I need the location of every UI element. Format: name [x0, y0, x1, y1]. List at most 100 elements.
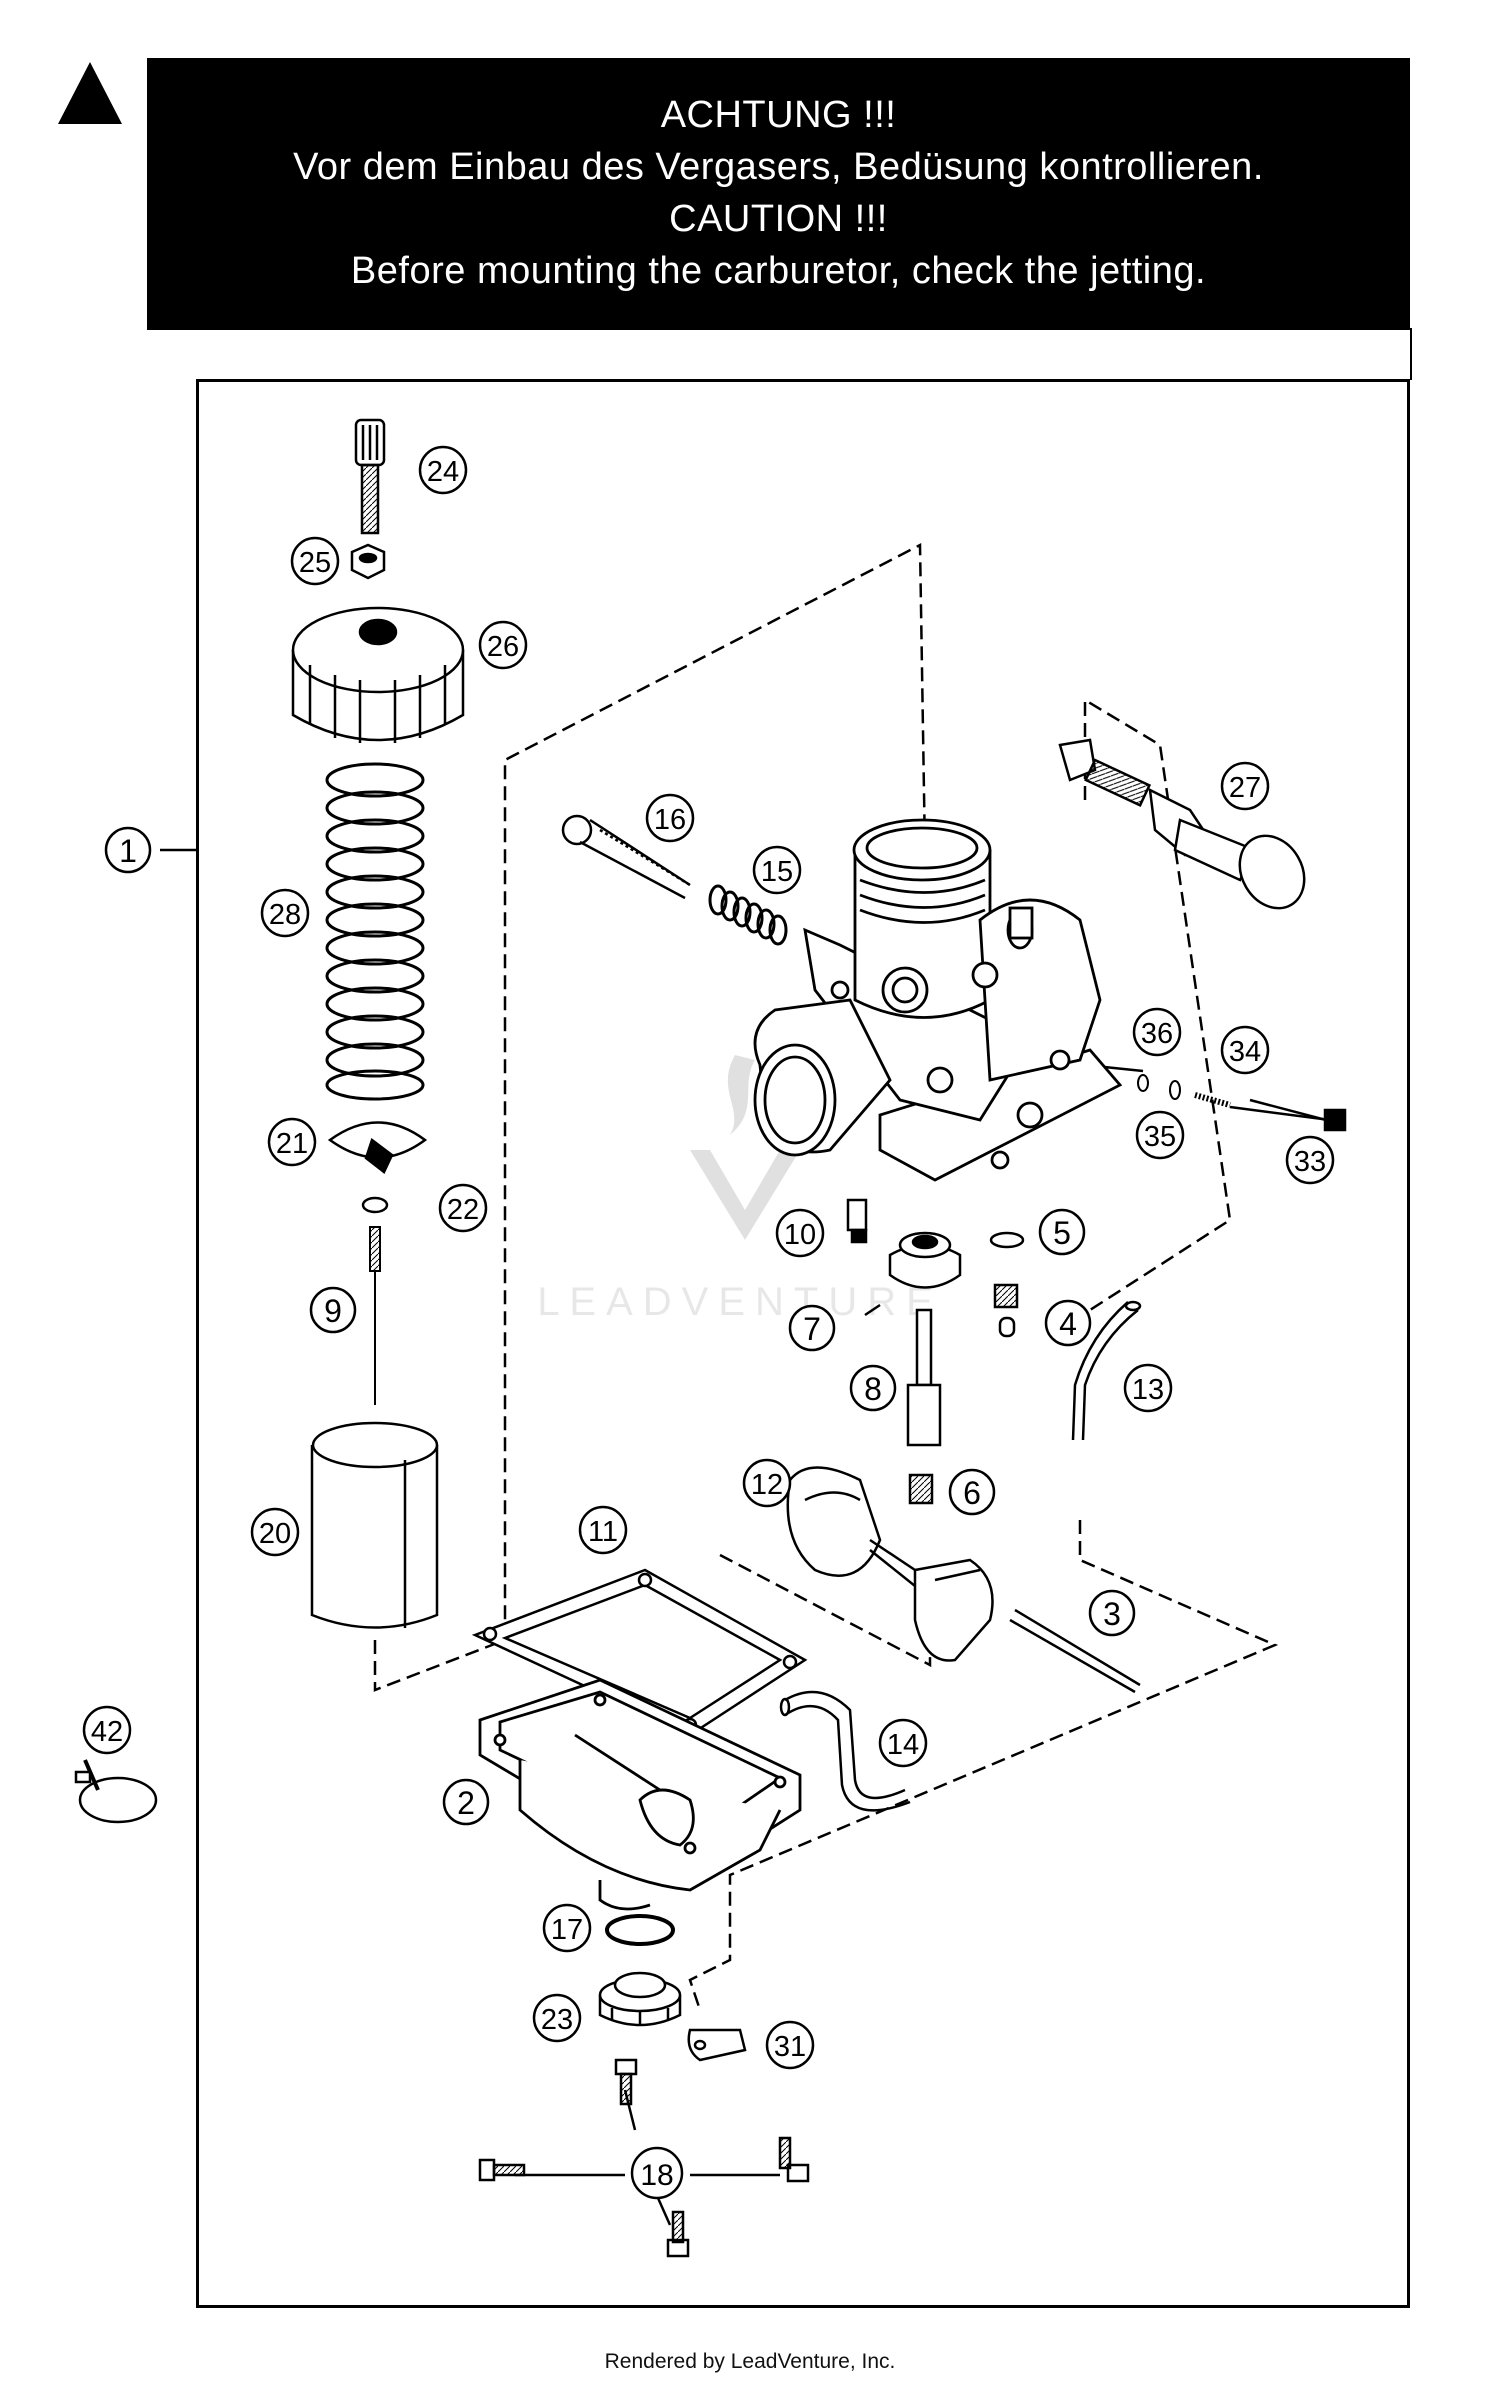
part-needle-jet — [906, 1308, 942, 1447]
caution-title-de: ACHTUNG !!! — [660, 94, 897, 136]
callout-17-label: 17 — [551, 1914, 583, 1946]
footer-credit: Rendered by LeadVenture, Inc. — [604, 2350, 896, 2373]
callout-33: 33 — [1285, 1135, 1335, 1185]
callout-22: 22 — [438, 1183, 488, 1233]
warning-triangle-icon — [58, 62, 122, 124]
callout-1-label: 1 — [119, 833, 137, 869]
callout-25: 25 — [290, 536, 340, 586]
callout-14-label: 14 — [887, 1729, 919, 1761]
part-idle-spring — [708, 884, 788, 946]
part-drain-plug — [598, 1971, 682, 2027]
callout-26-label: 26 — [487, 631, 519, 663]
callout-36: 36 — [1132, 1007, 1182, 1057]
part-carburetor-body — [753, 818, 1123, 1182]
part-o-ring — [989, 1231, 1025, 1249]
part-throttle-slide — [310, 1421, 439, 1629]
callout-13: 13 — [1123, 1363, 1173, 1413]
callout-21: 21 — [267, 1117, 317, 1167]
watermark-logo — [690, 1055, 800, 1240]
part-top-cap — [291, 606, 465, 743]
part-main-jet-small — [993, 1283, 1019, 1338]
part-float — [786, 1466, 994, 1662]
part-needle-jet-holder — [888, 1231, 962, 1289]
part-jet-needle — [369, 1226, 381, 1405]
assembly-lines — [373, 542, 1279, 2011]
callout-34: 34 — [1220, 1025, 1270, 1075]
callout-33-label: 33 — [1294, 1146, 1326, 1178]
diagram-frame — [196, 379, 1410, 2308]
callout-18: 18 — [630, 2146, 684, 2200]
callout-23: 23 — [532, 1993, 582, 2043]
part-hose-bracket — [687, 2028, 747, 2062]
callout-2-label: 2 — [457, 1785, 475, 1821]
callout-25-label: 25 — [299, 547, 331, 579]
part-needle-plate — [327, 1121, 428, 1174]
callout-12-label: 12 — [751, 1469, 783, 1501]
callout-35: 35 — [1135, 1110, 1185, 1160]
callout-28: 28 — [260, 888, 310, 938]
callout-8: 8 — [849, 1364, 897, 1412]
caution-text-de: Vor dem Einbau des Vergasers, Bedüsung k… — [293, 146, 1264, 188]
part-locknut — [350, 543, 386, 580]
part-throttle-spring — [325, 762, 425, 1101]
callout-3-label: 3 — [1103, 1596, 1121, 1632]
callout-23-label: 23 — [541, 2004, 573, 2036]
callout-36-label: 36 — [1141, 1018, 1173, 1050]
part-o-rings-small — [1137, 1074, 1181, 1100]
callout-5: 5 — [1038, 1208, 1086, 1256]
callout-1: 1 — [104, 826, 152, 874]
callout-10-label: 10 — [784, 1219, 816, 1251]
part-adjuster-screw — [354, 418, 386, 535]
callout-34-label: 34 — [1229, 1036, 1261, 1068]
callout-26: 26 — [478, 620, 528, 670]
callout-31: 31 — [765, 2020, 815, 2070]
caution-title-en: CAUTION !!! — [669, 198, 888, 240]
callout-4-label: 4 — [1059, 1306, 1077, 1342]
part-needle-clip — [361, 1196, 389, 1214]
callout-11: 11 — [578, 1505, 628, 1555]
part-air-screw — [1194, 1092, 1347, 1132]
callout-16-label: 16 — [654, 804, 686, 836]
callout-24-label: 24 — [427, 456, 459, 488]
callout-27: 27 — [1220, 761, 1270, 811]
part-vent-hose-14 — [779, 1690, 911, 1812]
callout-9-label: 9 — [324, 1293, 342, 1329]
callout-6-label: 6 — [963, 1475, 981, 1511]
part-idle-screw — [561, 814, 691, 900]
part-vent-hose-13 — [1071, 1300, 1142, 1441]
part-float-bowl — [478, 1678, 802, 1911]
callout-14: 14 — [878, 1718, 928, 1768]
watermark-text: LEADVENTURE — [537, 1280, 943, 1324]
callout-13-label: 13 — [1132, 1374, 1164, 1406]
callout-16: 16 — [645, 793, 695, 843]
part-choke-plunger — [1058, 738, 1306, 910]
callout-4: 4 — [1044, 1299, 1092, 1347]
part-bowl-screws — [478, 2058, 810, 2258]
leader-lines — [160, 848, 1346, 2226]
callout-42: 42 — [82, 1705, 132, 1755]
callout-7-label: 7 — [803, 1311, 821, 1347]
part-float-pin — [1009, 1608, 1141, 1694]
callout-3: 3 — [1088, 1589, 1136, 1637]
callout-24: 24 — [418, 445, 468, 495]
caution-banner: ACHTUNG !!! Vor dem Einbau des Vergasers… — [147, 58, 1410, 330]
callout-21-label: 21 — [276, 1128, 308, 1160]
callout-42-label: 42 — [91, 1716, 123, 1748]
callout-17: 17 — [542, 1903, 592, 1953]
callout-2: 2 — [442, 1778, 490, 1826]
callout-10: 10 — [775, 1208, 825, 1258]
callout-22-label: 22 — [447, 1194, 479, 1226]
callout-12: 12 — [742, 1458, 792, 1508]
part-drain-o-ring — [605, 1914, 675, 1946]
callout-31-label: 31 — [774, 2031, 806, 2063]
callout-8-label: 8 — [864, 1371, 882, 1407]
callout-18-label: 18 — [640, 2159, 673, 2192]
callout-27-label: 27 — [1229, 772, 1261, 804]
callout-20: 20 — [250, 1507, 300, 1557]
callout-15: 15 — [752, 845, 802, 895]
callout-6: 6 — [948, 1468, 996, 1516]
part-main-jet — [908, 1473, 934, 1505]
part-pilot-jet — [846, 1198, 868, 1244]
callout-15-label: 15 — [761, 856, 793, 888]
callout-20-label: 20 — [259, 1518, 291, 1550]
